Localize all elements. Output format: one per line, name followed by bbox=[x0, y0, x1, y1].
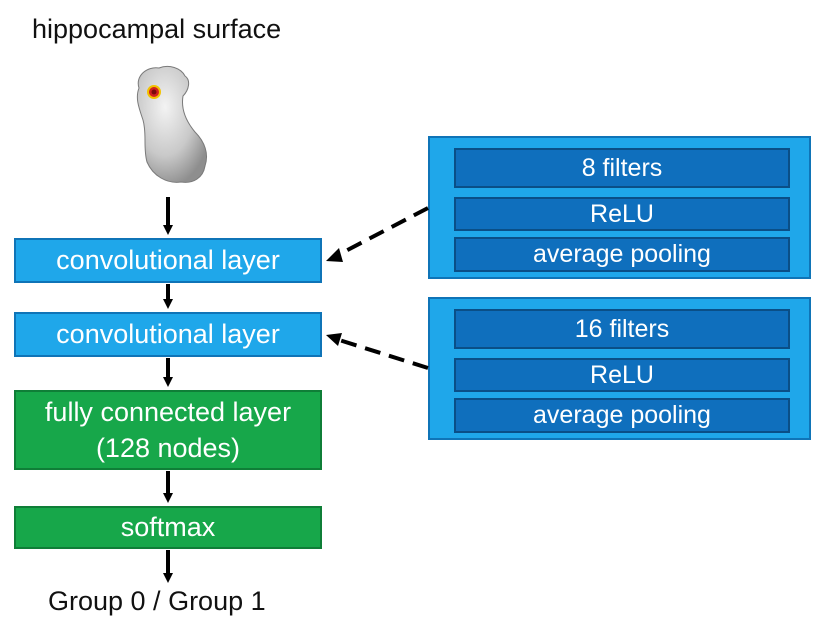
conv-layer-1-label: convolutional layer bbox=[56, 245, 280, 275]
conv2-activation: ReLU bbox=[454, 358, 790, 392]
conv1-detail-panel: 8 filters ReLU average pooling bbox=[428, 136, 811, 279]
conv1-filters: 8 filters bbox=[454, 148, 790, 188]
conv-layer-2-label: convolutional layer bbox=[56, 319, 280, 349]
conv2-pooling: average pooling bbox=[454, 398, 790, 433]
softmax-label: softmax bbox=[120, 512, 216, 542]
conv1-pooling: average pooling bbox=[454, 237, 790, 272]
conv2-filters: 16 filters bbox=[454, 309, 790, 349]
fc-layer-label: fully connected layer bbox=[44, 397, 292, 427]
fc-layer-nodes: (128 nodes) bbox=[95, 433, 241, 463]
conv-layer-2: convolutional layer bbox=[14, 312, 322, 357]
softmax-layer: softmax bbox=[14, 506, 322, 549]
fully-connected-layer: fully connected layer (128 nodes) bbox=[14, 390, 322, 470]
hippocampal-surface-image bbox=[136, 65, 208, 183]
conv2-detail-panel: 16 filters ReLU average pooling bbox=[428, 297, 811, 440]
dashed-link-conv2 bbox=[335, 337, 429, 370]
dashed-link-conv1 bbox=[335, 206, 429, 258]
output-label: Group 0 / Group 1 bbox=[48, 586, 266, 616]
conv1-activation: ReLU bbox=[454, 197, 790, 231]
conv-layer-1: convolutional layer bbox=[14, 238, 322, 283]
diagram-title: hippocampal surface bbox=[32, 14, 282, 44]
